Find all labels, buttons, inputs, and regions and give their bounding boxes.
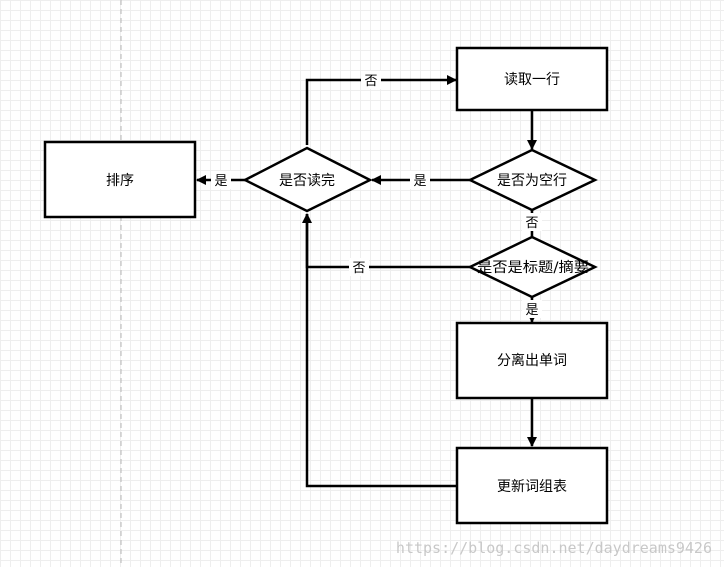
node-sort[interactable]: 排序 (43, 140, 197, 219)
edge-update-to-done (305, 214, 457, 488)
node-read-line-label: 读取一行 (504, 71, 560, 88)
edge-title-to-done (302, 213, 470, 269)
edge-label-title-yes: 是 (525, 303, 538, 318)
node-is-title-abstract-label: 是否是标题/摘要 (477, 259, 589, 276)
node-split-words[interactable]: 分离出单词 (455, 321, 609, 400)
node-update-table[interactable]: 更新词组表 (455, 446, 609, 525)
edge-label-empty-yes: 是 (413, 174, 426, 189)
edge-label-title-no: 否 (352, 261, 365, 276)
node-is-read-done-label: 是否读完 (279, 172, 335, 189)
edge-label-done-no: 否 (364, 74, 377, 89)
watermark-text: https://blog.csdn.net/daydreams9426 (396, 539, 712, 557)
node-split-words-label: 分离出单词 (497, 352, 567, 369)
node-is-title-abstract[interactable]: 是否是标题/摘要 (467, 235, 598, 299)
edge-done-to-read-line (305, 75, 457, 145)
node-read-line[interactable]: 读取一行 (455, 46, 609, 112)
edge-label-empty-no: 否 (525, 216, 538, 231)
node-is-empty-line-label: 是否为空行 (497, 173, 567, 189)
node-update-table-label: 更新词组表 (497, 479, 567, 495)
node-sort-label: 排序 (106, 173, 134, 189)
edge-label-done-yes: 是 (214, 174, 227, 189)
node-is-empty-line[interactable]: 是否为空行 (467, 148, 598, 212)
node-is-read-done[interactable]: 是否读完 (242, 146, 373, 213)
